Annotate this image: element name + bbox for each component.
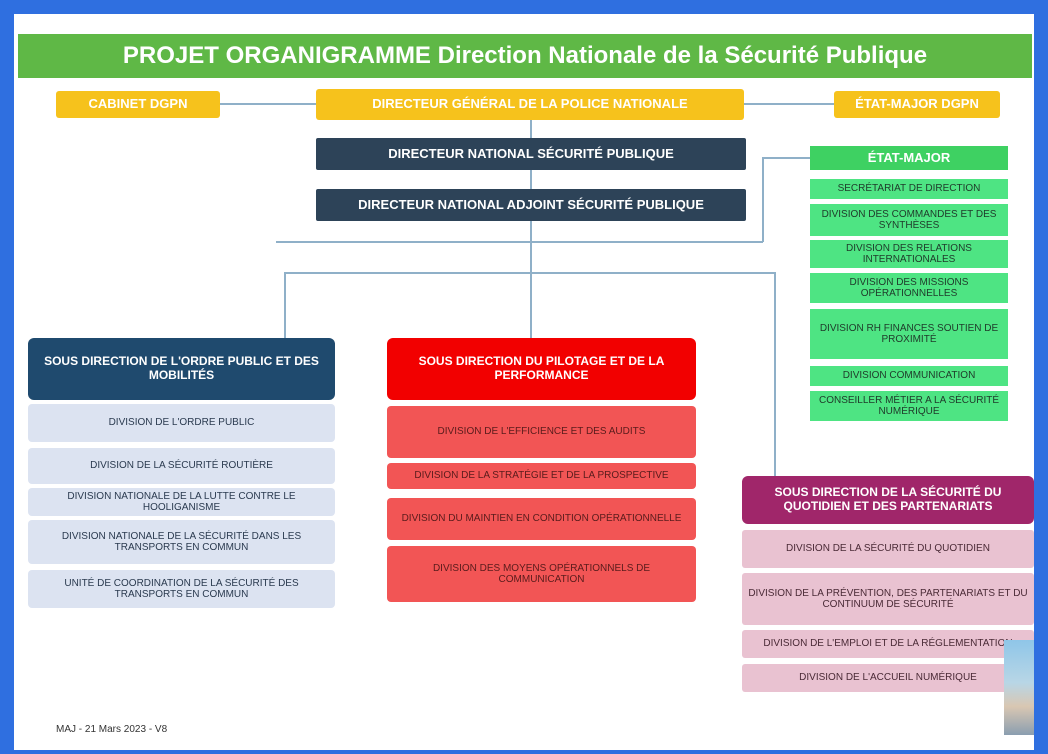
etat-major-item: SECRÉTARIAT DE DIRECTION (810, 179, 1008, 199)
etat-major-item: CONSEILLER MÉTIER A LA SÉCURITÉ NUMÉRIQU… (810, 391, 1008, 421)
cabinet-dgpn-box: CABINET DGPN (56, 91, 220, 118)
pilotage-item: DIVISION DE L'EFFICIENCE ET DES AUDITS (387, 406, 696, 458)
etat-major-dgpn-box: ÉTAT-MAJOR DGPN (834, 91, 1000, 118)
connector-line (774, 272, 776, 476)
quotidien-item: DIVISION DE LA PRÉVENTION, DES PARTENARI… (742, 573, 1034, 625)
connector-line (220, 103, 316, 105)
connector-line (284, 272, 286, 338)
presenter-video-thumbnail (1004, 640, 1034, 735)
ordre-public-item: DIVISION NATIONALE DE LA LUTTE CONTRE LE… (28, 488, 335, 516)
etat-major-item: DIVISION DES RELATIONS INTERNATIONALES (810, 240, 1008, 268)
connector-line (530, 272, 532, 338)
connector-line (762, 157, 810, 159)
directeur-adjoint-box: DIRECTEUR NATIONAL ADJOINT SÉCURITÉ PUBL… (316, 189, 746, 221)
ordre-public-header: SOUS DIRECTION DE L'ORDRE PUBLIC ET DES … (28, 338, 335, 400)
etat-major-item: DIVISION DES COMMANDES ET DES SYNTHÈSES (810, 204, 1008, 236)
etat-major-item: DIVISION RH FINANCES SOUTIEN DE PROXIMIT… (810, 309, 1008, 359)
quotidien-item: DIVISION DE L'ACCUEIL NUMÉRIQUE (742, 664, 1034, 692)
pilotage-header: SOUS DIRECTION DU PILOTAGE ET DE LA PERF… (387, 338, 696, 400)
quotidien-item: DIVISION DE L'EMPLOI ET DE LA RÉGLEMENTA… (742, 630, 1034, 658)
ordre-public-item: DIVISION NATIONALE DE LA SÉCURITÉ DANS L… (28, 520, 335, 564)
pilotage-item: DIVISION DES MOYENS OPÉRATIONNELS DE COM… (387, 546, 696, 602)
connector-line (276, 241, 763, 243)
etat-major-item: DIVISION COMMUNICATION (810, 366, 1008, 386)
ordre-public-item: DIVISION DE L'ORDRE PUBLIC (28, 404, 335, 442)
directeur-general-box: DIRECTEUR GÉNÉRAL DE LA POLICE NATIONALE (316, 89, 744, 120)
etat-major-header: ÉTAT-MAJOR (810, 146, 1008, 170)
quotidien-header: SOUS DIRECTION DE LA SÉCURITÉ DU QUOTIDI… (742, 476, 1034, 524)
connector-line (284, 272, 774, 274)
pilotage-item: DIVISION DE LA STRATÉGIE ET DE LA PROSPE… (387, 463, 696, 489)
connector-line (762, 157, 764, 242)
page-title: PROJET ORGANIGRAMME Direction Nationale … (18, 34, 1032, 78)
directeur-national-box: DIRECTEUR NATIONAL SÉCURITÉ PUBLIQUE (316, 138, 746, 170)
pilotage-item: DIVISION DU MAINTIEN EN CONDITION OPÉRAT… (387, 498, 696, 540)
ordre-public-item: UNITÉ DE COORDINATION DE LA SÉCURITÉ DES… (28, 570, 335, 608)
version-footer: MAJ - 21 Mars 2023 - V8 (56, 724, 168, 735)
etat-major-item: DIVISION DES MISSIONS OPÉRATIONNELLES (810, 273, 1008, 303)
quotidien-item: DIVISION DE LA SÉCURITÉ DU QUOTIDIEN (742, 530, 1034, 568)
ordre-public-item: DIVISION DE LA SÉCURITÉ ROUTIÈRE (28, 448, 335, 484)
connector-line (744, 103, 834, 105)
org-chart-slide: PROJET ORGANIGRAMME Direction Nationale … (14, 14, 1034, 750)
